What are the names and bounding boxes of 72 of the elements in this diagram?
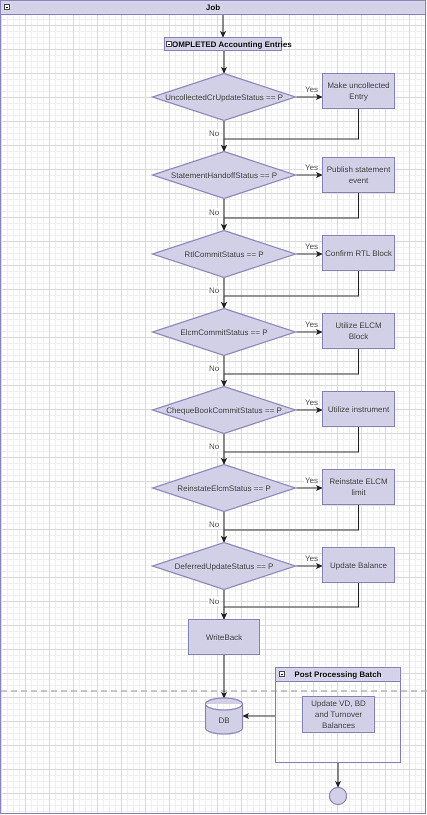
node-label: RtlCommitStatus == P bbox=[184, 248, 264, 260]
arrow bbox=[296, 328, 323, 336]
decision-diamond bbox=[152, 151, 296, 199]
decision-diamond bbox=[152, 464, 296, 512]
decision-diamond bbox=[152, 230, 296, 278]
box-label: Reinstate ELCM limit bbox=[328, 476, 389, 498]
box-label: OMPLETED Accounting Entries bbox=[172, 40, 292, 48]
arrow bbox=[334, 763, 342, 788]
arrow bbox=[242, 712, 275, 720]
process-box bbox=[322, 469, 395, 505]
arrow bbox=[220, 583, 360, 620]
process-box bbox=[322, 391, 395, 427]
edge-label: Yes bbox=[304, 163, 320, 172]
container-title: Job bbox=[206, 3, 220, 12]
edge-label: Yes bbox=[304, 554, 320, 563]
arrow bbox=[220, 427, 360, 465]
arrow bbox=[220, 655, 228, 699]
node-label: StatementHandoffStatus == P bbox=[170, 170, 278, 180]
edge-label: Yes bbox=[304, 242, 320, 251]
arrow bbox=[220, 349, 360, 387]
node-label: UncollectedCrUpdateStatus == P bbox=[165, 92, 283, 102]
arrow bbox=[296, 562, 323, 570]
edge-label: No bbox=[208, 208, 220, 217]
process-box bbox=[322, 235, 395, 271]
database-cylinder bbox=[205, 698, 243, 734]
decision-diamond bbox=[152, 542, 296, 590]
edge-label: No bbox=[208, 129, 220, 138]
node-label: ElcmCommitStatus == P bbox=[180, 326, 268, 338]
process-box bbox=[322, 547, 395, 583]
edge-label: Yes bbox=[304, 85, 320, 94]
edge-label: No bbox=[208, 286, 220, 295]
arrow bbox=[220, 193, 360, 231]
edge-label: No bbox=[208, 597, 220, 606]
node-label: ReinstateElcmStatus == P bbox=[177, 482, 271, 494]
box-label: Publish statement event bbox=[326, 164, 392, 186]
node-label: DB bbox=[218, 714, 230, 726]
arrow bbox=[296, 172, 323, 178]
arrow bbox=[220, 505, 360, 543]
container-title: Post Processing Batch bbox=[294, 670, 382, 679]
arrow bbox=[296, 250, 323, 258]
edge-label: No bbox=[208, 442, 220, 451]
edge-label: No bbox=[208, 364, 220, 373]
end-circle bbox=[329, 787, 347, 805]
process-box bbox=[302, 696, 375, 733]
arrow bbox=[220, 271, 360, 309]
edge-label: Yes bbox=[304, 320, 320, 329]
box-label: Update VD, BD and Turnover Balances bbox=[310, 698, 367, 731]
process-box bbox=[322, 157, 395, 193]
arrow bbox=[220, 109, 360, 152]
edge-label: Yes bbox=[304, 476, 320, 485]
process-box bbox=[322, 73, 395, 109]
edge-label: No bbox=[208, 520, 220, 529]
arrow bbox=[296, 94, 323, 100]
process-box bbox=[188, 619, 260, 655]
box-label: WriteBack bbox=[204, 632, 244, 642]
box-label: Utilize instrument bbox=[326, 404, 390, 414]
arrow bbox=[296, 406, 323, 414]
node-label: ChequeBookCommitStatus == P bbox=[166, 404, 282, 416]
arrow bbox=[220, 51, 228, 74]
box-label: Make uncollected Entry bbox=[326, 80, 391, 102]
container-panel bbox=[275, 667, 401, 763]
decision-diamond bbox=[152, 73, 296, 121]
process-box bbox=[322, 313, 395, 349]
decision-diamond bbox=[152, 308, 296, 356]
arrow bbox=[296, 484, 323, 492]
arrow bbox=[220, 15, 226, 38]
edge-label: Yes bbox=[304, 398, 320, 407]
node-label: DeferredUpdateStatus == P bbox=[174, 560, 274, 572]
box-label: Confirm RTL Block bbox=[324, 248, 393, 258]
decision-diamond bbox=[152, 386, 296, 434]
box-label: Utilize ELCM Block bbox=[334, 320, 383, 342]
box-label: Update Balance bbox=[329, 560, 388, 570]
